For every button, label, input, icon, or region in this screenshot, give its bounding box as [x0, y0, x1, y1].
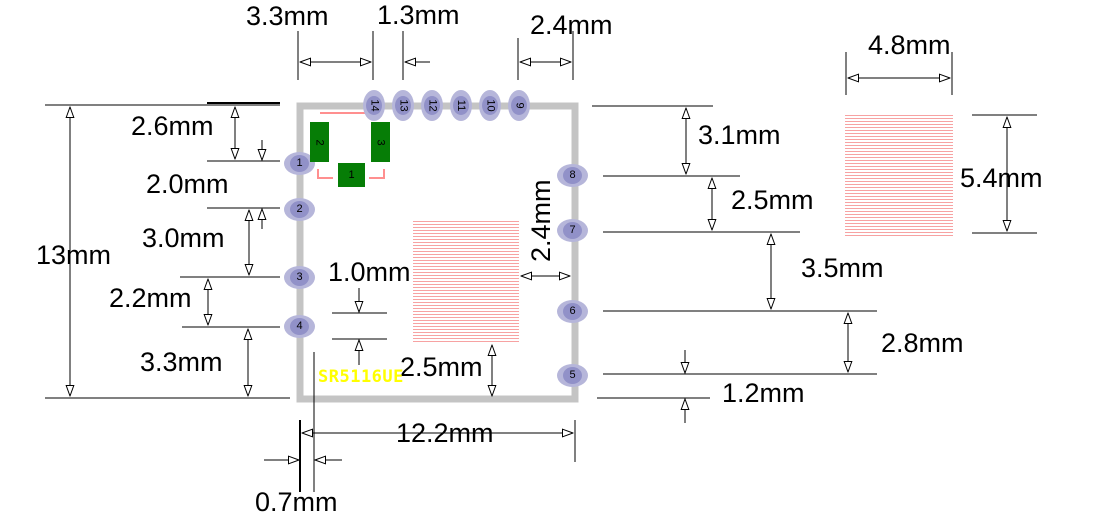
- dim-label-center-2-4: 2.4mm: [526, 179, 556, 262]
- center-thermal-pad: [413, 221, 519, 343]
- pad-2: 2: [284, 198, 315, 221]
- pad-1: 1: [284, 152, 315, 175]
- pad-10-label: 10: [484, 99, 497, 112]
- pad-3: 3: [284, 266, 315, 289]
- pad-12-label: 12: [426, 99, 439, 112]
- pad-9-label: 9: [513, 102, 526, 109]
- dim-label-4-8: 4.8mm: [868, 30, 951, 60]
- pad-12: 12: [421, 90, 443, 121]
- dim-label-3-5: 3.5mm: [801, 253, 884, 283]
- dimension-arrows: [70, 62, 1007, 433]
- pad-14-label: 14: [368, 99, 381, 112]
- outside-arrows: [262, 62, 685, 460]
- pad-13: 13: [392, 90, 414, 121]
- dim-label-2-2: 2.2mm: [109, 283, 192, 313]
- dim-label-center-2-5: 2.5mm: [400, 352, 483, 382]
- pad-9: 9: [508, 90, 530, 121]
- dim-label-2-6: 2.6mm: [131, 111, 214, 141]
- pad-8-label: 8: [569, 169, 576, 181]
- external-pad-detail: [845, 115, 953, 237]
- component-2-label: 2: [314, 138, 326, 146]
- dim-label-1-2: 1.2mm: [722, 378, 805, 408]
- dim-label-5-4: 5.4mm: [960, 163, 1043, 193]
- dim-label-2-8: 2.8mm: [881, 328, 964, 358]
- component-1-label: 1: [348, 168, 355, 181]
- pad-2-label: 2: [296, 203, 303, 215]
- dim-label-top-2-4: 2.4mm: [530, 10, 613, 40]
- dim-label-top-3-3: 3.3mm: [246, 1, 329, 31]
- pad-5: 5: [557, 364, 588, 387]
- pad-13-label: 13: [397, 99, 410, 112]
- pad-3-label: 3: [296, 271, 303, 283]
- pad-11: 11: [450, 90, 472, 121]
- dim-label-right-2-5: 2.5mm: [731, 185, 814, 215]
- pad-1-label: 1: [296, 157, 303, 169]
- dim-label-1-0: 1.0mm: [328, 257, 411, 287]
- dim-label-13: 13mm: [36, 240, 112, 270]
- dim-label-12-2: 12.2mm: [396, 418, 494, 448]
- component-3: 3: [371, 122, 390, 162]
- dim-label-top-1-3: 1.3mm: [377, 0, 460, 30]
- pad-4: 4: [284, 315, 315, 338]
- pad-14: 14: [363, 90, 385, 121]
- dim-label-3-0: 3.0mm: [142, 223, 225, 253]
- part-number-label: SR5116UE: [318, 367, 404, 387]
- pad-10: 10: [479, 90, 501, 121]
- component-3-label: 3: [375, 138, 387, 146]
- pad-7-label: 7: [569, 224, 576, 236]
- component-1: 1: [338, 163, 365, 187]
- dim-label-0-7: 0.7mm: [255, 487, 338, 517]
- dim-label-left-3-3: 3.3mm: [140, 347, 223, 377]
- pad-7: 7: [557, 219, 588, 242]
- component-2: 2: [310, 122, 329, 162]
- pad-6-label: 6: [569, 305, 576, 317]
- pad-8: 8: [557, 164, 588, 187]
- pad-6: 6: [557, 300, 588, 323]
- dim-label-3-1: 3.1mm: [698, 120, 781, 150]
- extension-lines: [45, 31, 1037, 492]
- pad-4-label: 4: [296, 320, 303, 332]
- dim-label-2-0: 2.0mm: [146, 169, 229, 199]
- pad-11-label: 11: [455, 99, 468, 112]
- pad-5-label: 5: [569, 369, 576, 381]
